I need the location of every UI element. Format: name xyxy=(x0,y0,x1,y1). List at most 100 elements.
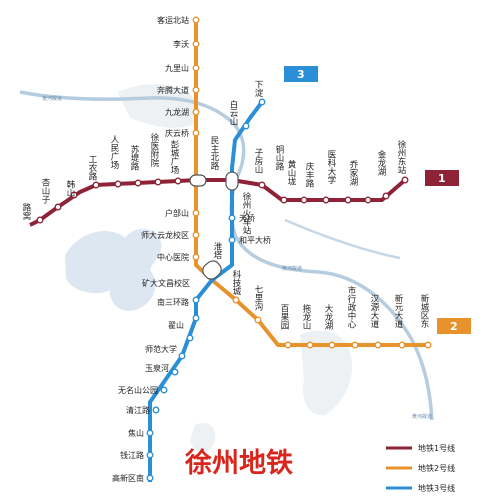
interchange-minzhu-beilu xyxy=(189,174,207,187)
line-2-badge: 2 xyxy=(437,318,471,334)
station-dot xyxy=(228,214,236,222)
station-label: 户部山 xyxy=(165,208,189,218)
station-dot xyxy=(192,64,200,72)
station-dot xyxy=(232,296,240,304)
station-dot xyxy=(382,192,390,200)
line-2-east-labels: 科技城 七里沟 百果园 拖龙山 大龙湖 市行政中心 汉源大道 新元大道 新城区东 xyxy=(231,269,429,330)
station-label: 李沃 xyxy=(173,39,189,49)
station-dot xyxy=(322,196,330,204)
line-2-badge-number: 2 xyxy=(450,320,458,333)
line-3-badge: 3 xyxy=(284,66,318,82)
station-label: 铜山路 xyxy=(274,144,284,171)
river-shape xyxy=(284,218,401,260)
station-label: 客运北站 xyxy=(157,15,189,25)
legend-line-1-label: 地铁1号线 xyxy=(418,443,455,453)
station-label: 高新区南 xyxy=(112,473,144,483)
line-3-stations xyxy=(146,98,266,482)
station-label: 彭城广场 xyxy=(169,139,179,175)
station-dot xyxy=(401,176,409,184)
station-dot xyxy=(192,209,200,217)
hill-shape xyxy=(118,84,195,128)
station-dot xyxy=(192,40,200,48)
station-label: 金龙湖 xyxy=(376,149,386,176)
station-label: 钱江路 xyxy=(120,450,144,460)
station-label: 南三环路 xyxy=(157,297,189,307)
road-label: 黄河故道 xyxy=(42,95,62,102)
station-label: 下淀 xyxy=(253,80,263,98)
station-dot xyxy=(92,181,100,189)
station-label: 中心医院 xyxy=(157,252,189,262)
station-label: 乔家湖 xyxy=(348,159,358,186)
station-label: 师范大学 xyxy=(145,344,177,354)
station-dot xyxy=(424,341,432,349)
legend-line-3-label: 地铁3号线 xyxy=(418,483,455,493)
station-label: 淮塔 xyxy=(212,241,222,259)
road-labels: 黄河故道 黄河故道 黄河故道 xyxy=(42,95,432,420)
station-dot xyxy=(192,296,200,304)
station-dot xyxy=(114,180,122,188)
station-dot xyxy=(280,196,288,204)
station-dot xyxy=(192,231,200,239)
line-2-stations xyxy=(192,16,432,349)
line-1-east-labels: 子房山 铜山路 黄山垅 庆丰路 医科大学 乔家湖 金龙湖 徐州东站 xyxy=(253,139,406,188)
station-dot xyxy=(258,181,266,189)
line-3-south-labels: 矿大文昌校区 南三环路 翟山 师范大学 玉泉河 无名山公园 清江路 焦山 钱江路… xyxy=(112,278,190,483)
station-dot xyxy=(374,341,382,349)
station-label: 无名山公园 xyxy=(118,385,158,395)
station-dot xyxy=(146,474,154,482)
line-1-badge-box xyxy=(425,170,459,186)
station-dot xyxy=(160,386,168,394)
station-dot xyxy=(192,253,200,261)
station-dot xyxy=(351,341,359,349)
station-label: 九龙湖 xyxy=(165,107,189,117)
line-2-badge-box xyxy=(437,318,471,334)
station-dot xyxy=(242,122,250,130)
station-label: 医科大学 xyxy=(326,150,336,184)
station-dot xyxy=(178,352,186,360)
line-1-west-labels: 路窝 杏山子 韩山 工农路 人民广场 苏堤路 徐医附院 彭城广场 xyxy=(21,132,179,221)
station-label: 徐州火车站 xyxy=(241,191,251,235)
station-dot xyxy=(192,86,200,94)
station-dot xyxy=(171,368,179,376)
station-label: 师大云龙校区 xyxy=(141,230,189,240)
station-dot xyxy=(192,16,200,24)
line-1-stations xyxy=(36,176,409,224)
line-3-badge-number: 3 xyxy=(297,68,305,81)
interchange-huaita xyxy=(202,260,222,280)
station-dot xyxy=(328,341,336,349)
station-label: 和平大桥 xyxy=(239,235,271,245)
station-dot xyxy=(254,316,262,324)
background-terrain xyxy=(19,84,434,453)
station-dot xyxy=(258,98,266,106)
station-label: 徐州东站 xyxy=(396,139,406,175)
station-label: 九里山 xyxy=(165,63,189,73)
station-dot xyxy=(152,406,160,414)
station-label: 苏堤路 xyxy=(129,144,139,171)
station-dot xyxy=(54,203,62,211)
road-label: 黄河故道 xyxy=(412,413,432,420)
station-dot xyxy=(228,236,236,244)
station-label: 庆云桥 xyxy=(165,128,189,138)
station-label: 七里沟 xyxy=(253,285,263,311)
lake-shape xyxy=(65,228,162,311)
station-label: 市行政中心 xyxy=(346,285,356,328)
station-label: 杏山子 xyxy=(40,177,50,203)
road-label: 黄河故道 xyxy=(282,265,302,272)
station-label: 天桥 xyxy=(239,213,255,223)
line-3-north-labels: 下淀 白云山 xyxy=(228,80,263,126)
station-dot xyxy=(154,178,162,186)
station-dot xyxy=(398,341,406,349)
station-label: 大龙湖 xyxy=(323,303,333,330)
hill-shape xyxy=(300,330,353,416)
station-dot xyxy=(306,341,314,349)
station-label: 黄山垅 xyxy=(286,159,296,186)
station-dot xyxy=(344,196,352,204)
map-title: 徐州地铁 xyxy=(184,447,293,479)
station-dot xyxy=(364,196,372,204)
station-dot xyxy=(146,429,154,437)
station-label: 翟山 xyxy=(168,320,184,330)
station-label: 人民广场 xyxy=(109,135,119,170)
station-dot xyxy=(192,129,200,137)
station-label: 子房山 xyxy=(253,148,263,174)
station-label: 路窝 xyxy=(21,202,31,221)
